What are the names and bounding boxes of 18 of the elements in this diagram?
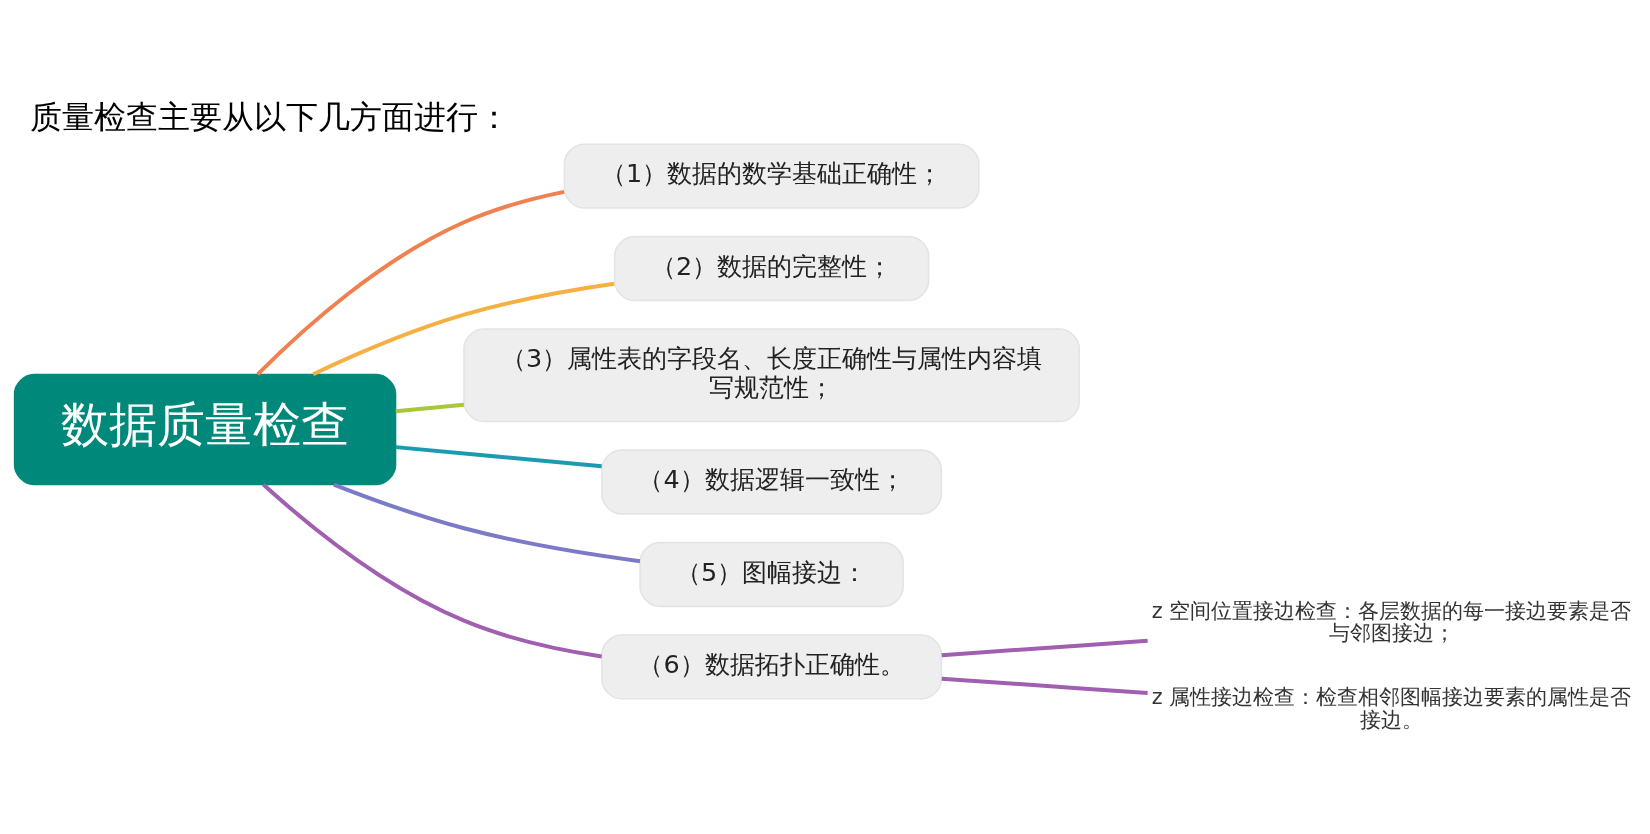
node-box: （4）数据逻辑一致性； [601, 448, 943, 515]
connector [395, 402, 465, 413]
connector [333, 482, 641, 563]
node-box: （6）数据拓扑正确性。 [601, 633, 943, 700]
diagram-title: 质量检查主要从以下几方面进行： [29, 97, 510, 136]
node-box: （3）属性表的字段名、长度正确性与属性内容填写规范性； [463, 327, 1080, 422]
node-box: （1）数据的数学基础正确性； [563, 142, 980, 209]
node-box: （5）图幅接边： [639, 541, 904, 607]
connector [395, 444, 602, 468]
connector [262, 482, 602, 658]
node-text: z 属性接边检查：检查相邻图幅接边要素的属性是否接边。 [1151, 684, 1632, 732]
connector [941, 676, 1148, 695]
node-box: （2）数据的完整性； [613, 235, 930, 301]
node-text: z 空间位置接边检查：各层数据的每一接边要素是否与邻图接边； [1151, 598, 1632, 645]
connector [312, 281, 615, 376]
node-box: 数据质量检查 [13, 373, 397, 485]
connector [256, 189, 565, 376]
connector [941, 638, 1148, 657]
